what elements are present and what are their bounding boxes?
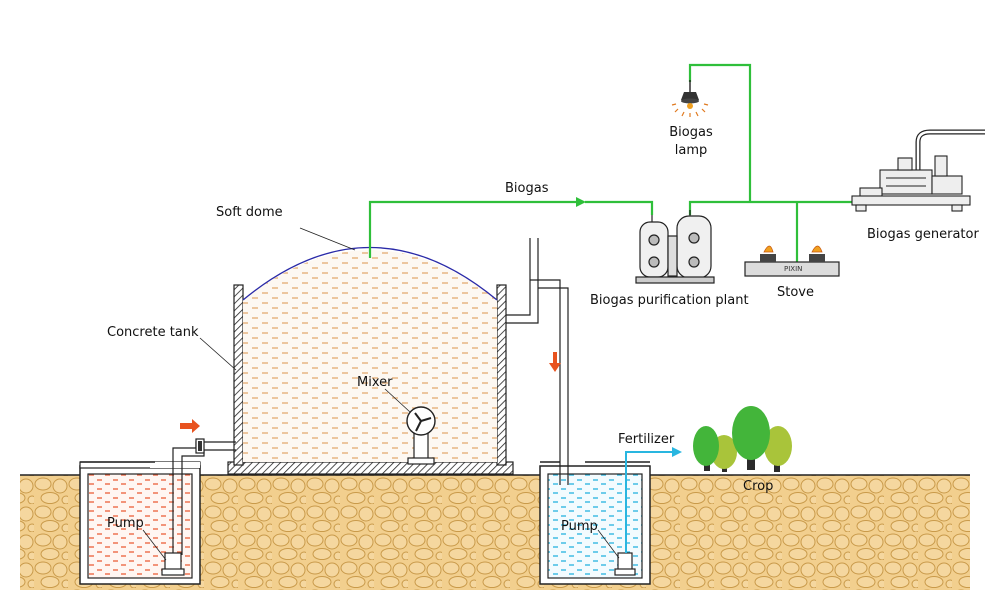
biogas-lamp-label-line1: Biogas: [669, 125, 713, 140]
biogas-lamp-label-line2: lamp: [674, 143, 708, 158]
biogas-label: Biogas: [505, 181, 549, 196]
purification-plant: [635, 210, 715, 284]
pump-right-label: Pump: [561, 519, 598, 534]
biogas-line: [368, 63, 860, 262]
fertilizer-line: [625, 447, 682, 553]
soft-dome-label: Soft dome: [216, 205, 283, 220]
concrete-tank-label: Concrete tank: [107, 325, 199, 340]
pump-left: [142, 529, 185, 576]
crop-trees: [693, 406, 792, 472]
stove-brand: PIXIN: [784, 265, 803, 273]
stove-label: Stove: [777, 285, 814, 300]
stove: [744, 245, 840, 277]
biogas-arrow: [576, 197, 586, 207]
pump-left-label: Pump: [107, 516, 144, 531]
outflow-arrow: [549, 352, 561, 372]
pump-right: [597, 529, 636, 576]
soft-dome-leader: [299, 227, 356, 251]
overflow-pipe: [506, 238, 569, 485]
biogas-generator-label: Biogas generator: [867, 227, 979, 242]
biogas-generator: [851, 129, 985, 212]
fertilizer-label: Fertilizer: [618, 432, 675, 447]
biogas-lamp: [671, 80, 709, 117]
feed-arrow: [180, 419, 200, 433]
concrete-tank-leader: [199, 337, 237, 371]
feed-pipe: [172, 438, 236, 555]
crop-label: Crop: [743, 479, 774, 494]
mixer-label: Mixer: [357, 375, 393, 390]
mixer: [384, 388, 436, 465]
concrete-tank: [227, 250, 514, 475]
purification-plant-label: Biogas purification plant: [590, 293, 749, 308]
